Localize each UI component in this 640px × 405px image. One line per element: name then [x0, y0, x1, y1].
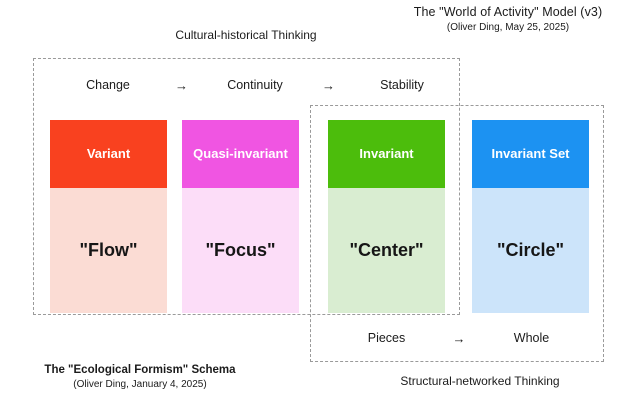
top-process-step-stability: Stability: [380, 78, 424, 92]
card-variant-header: Variant: [50, 120, 167, 188]
cultural-historical-frame: [33, 58, 460, 315]
card-invariant-body: "Center": [328, 188, 445, 313]
card-quasi-invariant-header-line1: Quasi: [193, 146, 230, 162]
model-title: The "World of Activity" Model (v3) (Oliv…: [380, 5, 636, 33]
card-quasi-invariant-body: "Focus": [182, 188, 299, 313]
card-quasi-invariant: Quasi-invariant "Focus": [182, 120, 299, 313]
arrow-right-icon: →: [322, 77, 335, 93]
model-title-line1: The "World of Activity" Model (v3): [413, 5, 603, 19]
top-process-row: Change → Continuity → Stability: [50, 74, 460, 96]
card-invariant-set: Invariant Set "Circle": [472, 120, 589, 313]
card-invariant-set-body: "Circle": [472, 188, 589, 313]
card-variant-body: "Flow": [50, 188, 167, 313]
bottom-process-step-whole: Whole: [513, 331, 550, 345]
structural-networked-frame: [310, 105, 604, 362]
card-quasi-invariant-header: Quasi-invariant: [182, 120, 299, 188]
cultural-historical-frame-label: Cultural-historical Thinking: [175, 28, 317, 42]
bottom-process-row: Pieces → Whole: [328, 327, 590, 349]
schema-title-line1: The "Ecological Formism" Schema: [44, 364, 236, 376]
card-variant: Variant "Flow": [50, 120, 167, 313]
card-invariant-set-header: Invariant Set: [472, 120, 589, 188]
card-invariant-header: Invariant: [328, 120, 445, 188]
top-process-step-continuity: Continuity: [227, 78, 283, 92]
card-quasi-invariant-header-line2: -invariant: [229, 146, 288, 162]
structural-networked-frame-label: Structural-networked Thinking: [400, 374, 560, 388]
schema-title: The "Ecological Formism" Schema (Oliver …: [18, 364, 262, 390]
card-invariant: Invariant "Center": [328, 120, 445, 313]
model-title-line2: (Oliver Ding, May 25, 2025): [446, 22, 570, 33]
arrow-right-icon: →: [452, 330, 466, 346]
top-process-step-change: Change: [86, 78, 130, 92]
arrow-right-icon: →: [175, 77, 188, 93]
bottom-process-step-pieces: Pieces: [367, 331, 406, 345]
schema-title-line2: (Oliver Ding, January 4, 2025): [73, 379, 207, 390]
